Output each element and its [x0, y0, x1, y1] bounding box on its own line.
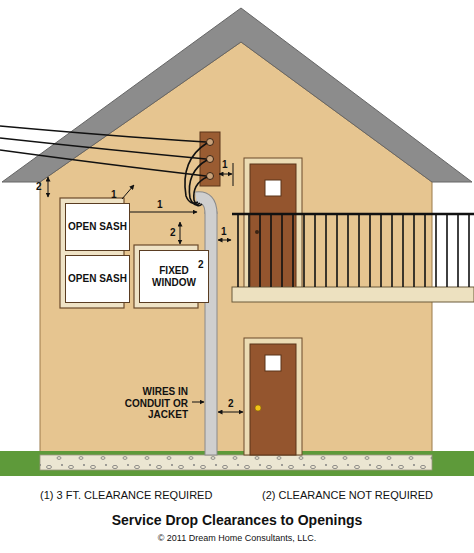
copyright-caption: © 2011 Dream Home Consultants, LLC. [0, 533, 474, 543]
window-label: FIXED WINDOW [140, 265, 208, 288]
grass [0, 451, 474, 476]
door-knob [255, 230, 259, 234]
legend-note: (2) CLEARANCE NOT REQUIRED [262, 489, 433, 502]
window-sash: OPEN SASH [65, 255, 130, 303]
picket [402, 214, 404, 287]
callout-number: 2 [228, 399, 234, 409]
title: Service Drop Clearances to Openings [0, 512, 474, 528]
door-knob [255, 405, 261, 411]
door-window [265, 180, 281, 196]
clearance-arrows [48, 163, 243, 412]
picket [281, 214, 283, 287]
callout-number: 1 [221, 227, 227, 237]
window-label: OPEN SASH [68, 273, 127, 285]
conduit-note: WIRES IN CONDUIT OR JACKET [122, 386, 188, 421]
railing-top [232, 213, 474, 216]
callout-number: 1 [111, 190, 117, 200]
picket [369, 214, 371, 287]
insulator [207, 156, 214, 163]
callout-number: 1 [157, 200, 163, 210]
picket [259, 214, 261, 287]
picket [358, 214, 360, 287]
node-text: OPEN SASH [68, 221, 127, 233]
picket [391, 214, 393, 287]
foundation-gravel [40, 455, 432, 470]
callout-number: 2 [170, 228, 176, 238]
picket [325, 214, 327, 287]
picket [413, 214, 415, 287]
house-wall [40, 42, 432, 456]
window-label: OPEN SASH [68, 221, 127, 233]
callout-number: 1 [222, 160, 228, 170]
window-sash: OPEN SASH [65, 203, 130, 251]
picket [468, 214, 470, 287]
picket [237, 214, 239, 287]
roof [2, 8, 472, 182]
picket [303, 214, 305, 287]
balcony-railing [238, 214, 469, 287]
door-window [265, 355, 281, 371]
door [250, 164, 296, 292]
picket [292, 214, 294, 287]
callout-number: 2 [198, 260, 204, 270]
picket [336, 214, 338, 287]
node-text: FIXED WINDOW [140, 265, 208, 288]
door-frame [244, 158, 302, 292]
legend-note: (1) 3 FT. CLEARANCE REQUIRED [40, 489, 212, 502]
picket [380, 214, 382, 287]
picket [446, 214, 448, 287]
service-mast [205, 212, 217, 455]
door [250, 344, 296, 455]
picket [347, 214, 349, 287]
picket [248, 214, 250, 287]
picket [457, 214, 459, 287]
node-text: OPEN SASH [68, 273, 127, 285]
balcony-slab [232, 287, 474, 302]
insulator [207, 139, 214, 146]
picket [435, 214, 437, 287]
picket [424, 214, 426, 287]
door-frame [244, 338, 302, 455]
picket [314, 214, 316, 287]
callout-number: 2 [36, 182, 42, 192]
service-drop-wires [0, 126, 207, 206]
fixed-window: FIXED WINDOW [139, 250, 209, 303]
insulator [207, 173, 214, 180]
picket [270, 214, 272, 287]
foundation [40, 455, 432, 470]
